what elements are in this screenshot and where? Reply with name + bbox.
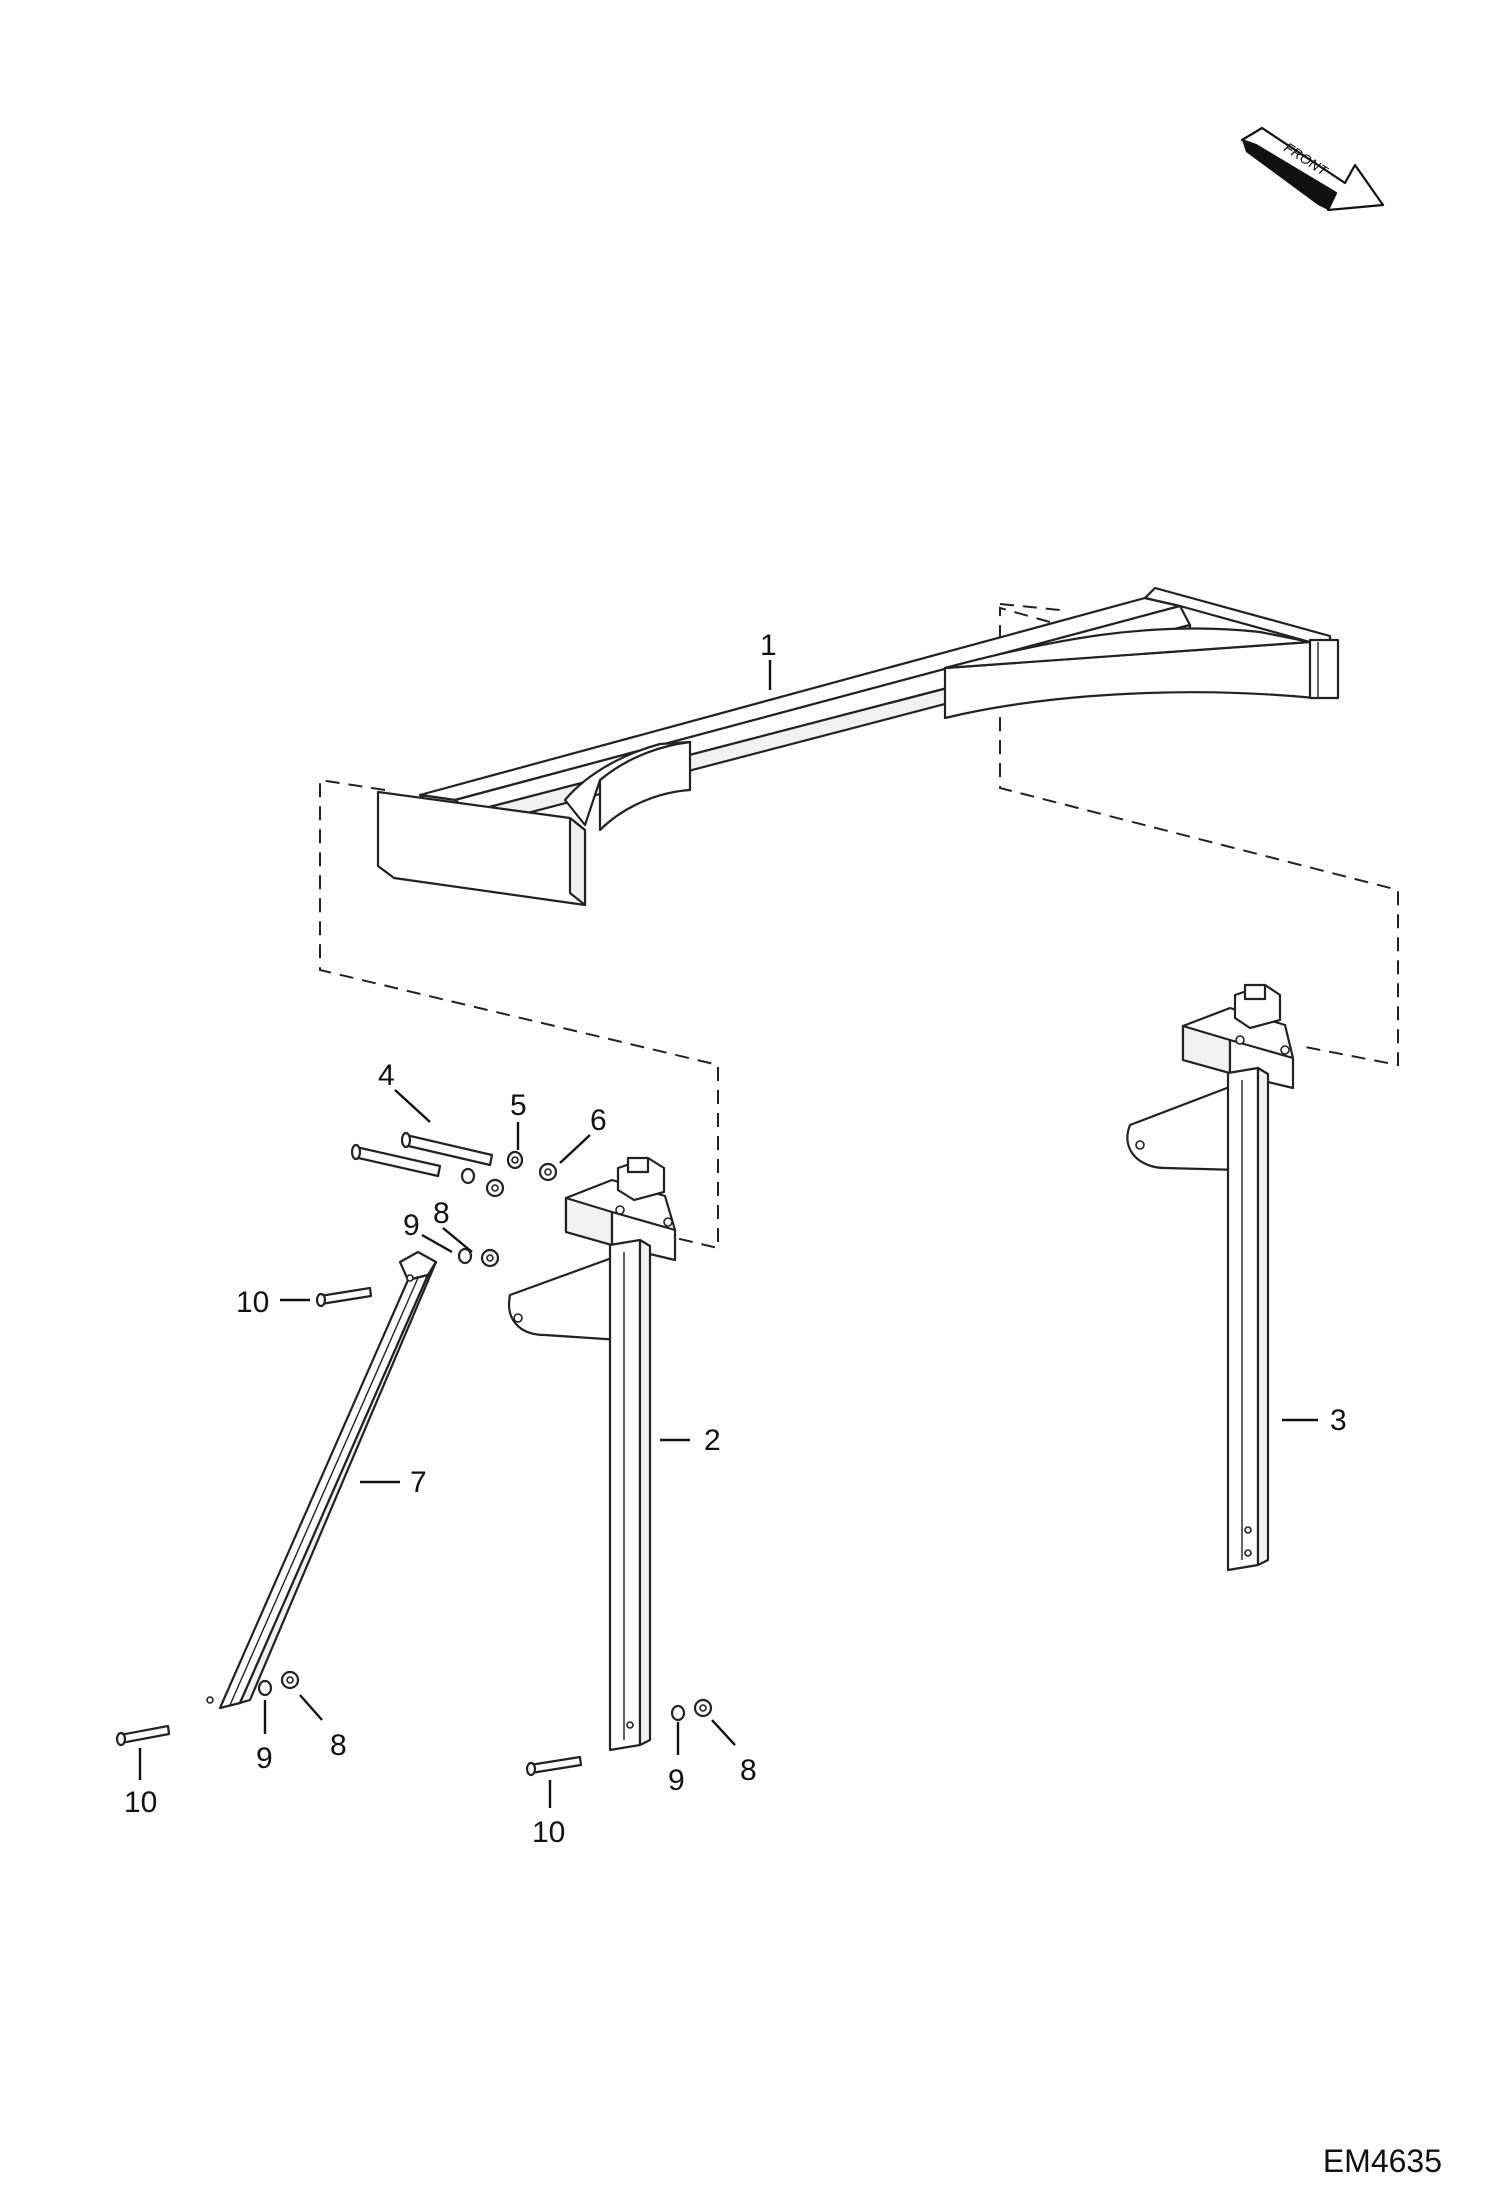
bolt-part-10-lower-mid: [525, 1755, 583, 1777]
callout-6: 6: [590, 1104, 607, 1137]
callout-2: 2: [704, 1424, 721, 1457]
callout-3: 3: [1330, 1404, 1347, 1437]
washer-part-9-lower-left: [257, 1679, 273, 1697]
callout-1: 1: [760, 629, 777, 662]
nut-part-8-lower-mid: [693, 1698, 713, 1718]
callout-9-upper: 9: [403, 1209, 420, 1242]
drawing-number: EM4635: [1322, 2143, 1442, 2179]
callout-8-lower-left: 8: [330, 1729, 347, 1762]
washer-part-9-lower-mid: [670, 1704, 686, 1722]
front-arrow-icon: FRONT: [1240, 126, 1385, 212]
assembly-guide-lines: [319, 603, 1399, 1250]
callout-9-lower-left: 9: [256, 1742, 273, 1775]
callout-8-lower-mid: 8: [740, 1754, 757, 1787]
nut-part-8-lower-left: [280, 1670, 300, 1690]
callouts: 1 2 3 4 5 6 7 8 9 10 10 9 8 10 9 8: [124, 629, 1347, 1849]
callout-7: 7: [410, 1466, 427, 1499]
diagonal-brace-part-7: [206, 1250, 438, 1710]
left-post-part-2: [507, 1156, 677, 1752]
callout-4: 4: [378, 1059, 395, 1092]
crossbar-part-1: [376, 586, 1340, 907]
nuts-part-6: [485, 1162, 558, 1198]
pin-bolts-part-4: [350, 1131, 494, 1178]
callout-5: 5: [510, 1089, 527, 1122]
right-post-part-3: [1126, 983, 1295, 1572]
bolt-part-10-upper: [315, 1286, 373, 1308]
washer-part-9-upper: [457, 1247, 473, 1265]
callout-10-lower-left: 10: [124, 1786, 157, 1819]
callout-10-upper: 10: [236, 1286, 269, 1319]
nut-part-8-upper: [480, 1248, 500, 1268]
callout-8-upper: 8: [433, 1197, 450, 1230]
washers-part-5: [460, 1150, 524, 1185]
bolt-part-10-lower-left: [115, 1724, 171, 1747]
leader-lines: [138, 660, 1318, 1808]
callout-10-lower-mid: 10: [532, 1816, 565, 1849]
callout-9-lower-mid: 9: [668, 1764, 685, 1797]
